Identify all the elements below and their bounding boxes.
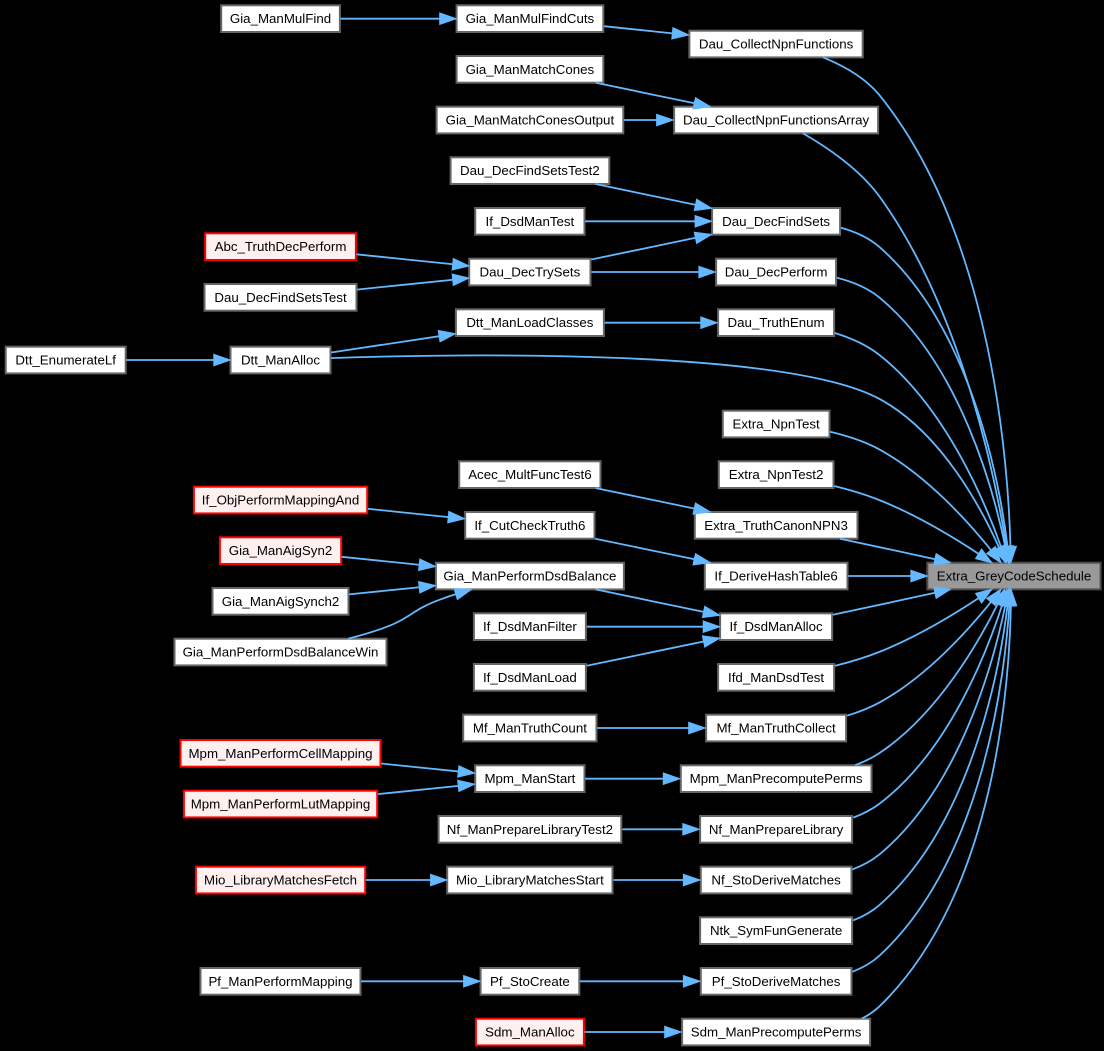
- svg-text:Extra_NpnTest2: Extra_NpnTest2: [729, 467, 824, 482]
- svg-text:If_DsdManAlloc: If_DsdManAlloc: [730, 619, 823, 634]
- svg-text:Abc_TruthDecPerform: Abc_TruthDecPerform: [215, 239, 347, 254]
- svg-text:Gia_ManMulFindCuts: Gia_ManMulFindCuts: [466, 11, 595, 26]
- svg-text:If_DsdManTest: If_DsdManTest: [486, 214, 575, 229]
- svg-text:Mpm_ManPerformLutMapping: Mpm_ManPerformLutMapping: [191, 797, 371, 812]
- svg-text:Pf_ManPerformMapping: Pf_ManPerformMapping: [208, 974, 352, 989]
- svg-text:Dau_DecFindSets: Dau_DecFindSets: [722, 214, 830, 229]
- svg-text:Gia_ManMulFind: Gia_ManMulFind: [230, 11, 331, 26]
- svg-text:If_ObjPerformMappingAnd: If_ObjPerformMappingAnd: [202, 493, 359, 508]
- svg-text:Extra_GreyCodeSchedule: Extra_GreyCodeSchedule: [937, 569, 1091, 584]
- svg-text:Dau_DecTrySets: Dau_DecTrySets: [480, 265, 581, 280]
- svg-text:If_CutCheckTruth6: If_CutCheckTruth6: [474, 518, 585, 533]
- svg-text:Dau_DecPerform: Dau_DecPerform: [725, 265, 828, 280]
- svg-text:Sdm_ManPrecomputePerms: Sdm_ManPrecomputePerms: [691, 1025, 862, 1040]
- svg-text:Extra_NpnTest: Extra_NpnTest: [732, 417, 820, 432]
- svg-text:Mf_ManTruthCollect: Mf_ManTruthCollect: [716, 721, 836, 736]
- svg-text:Dau_DecFindSetsTest: Dau_DecFindSetsTest: [214, 290, 347, 305]
- svg-text:Mpm_ManPrecomputePerms: Mpm_ManPrecomputePerms: [690, 771, 863, 786]
- svg-text:Extra_TruthCanonNPN3: Extra_TruthCanonNPN3: [704, 518, 848, 533]
- svg-text:Mf_ManTruthCount: Mf_ManTruthCount: [473, 721, 587, 736]
- svg-text:Acec_MultFuncTest6: Acec_MultFuncTest6: [468, 467, 591, 482]
- svg-text:Sdm_ManAlloc: Sdm_ManAlloc: [485, 1025, 575, 1040]
- svg-text:If_DsdManLoad: If_DsdManLoad: [483, 670, 577, 685]
- svg-text:Gia_ManMatchCones: Gia_ManMatchCones: [466, 62, 595, 77]
- svg-text:Ntk_SymFunGenerate: Ntk_SymFunGenerate: [710, 923, 842, 938]
- svg-text:Gia_ManPerformDsdBalanceWin: Gia_ManPerformDsdBalanceWin: [183, 645, 379, 660]
- svg-text:Dau_DecFindSetsTest2: Dau_DecFindSetsTest2: [460, 163, 600, 178]
- svg-text:Nf_ManPrepareLibraryTest2: Nf_ManPrepareLibraryTest2: [447, 822, 613, 837]
- svg-text:Dau_TruthEnum: Dau_TruthEnum: [728, 315, 825, 330]
- svg-text:Pf_StoCreate: Pf_StoCreate: [490, 974, 570, 989]
- svg-text:Nf_ManPrepareLibrary: Nf_ManPrepareLibrary: [709, 822, 844, 837]
- svg-text:Dtt_EnumerateLf: Dtt_EnumerateLf: [15, 353, 116, 368]
- svg-text:Gia_ManPerformDsdBalance: Gia_ManPerformDsdBalance: [443, 569, 616, 584]
- svg-text:Mio_LibraryMatchesFetch: Mio_LibraryMatchesFetch: [204, 873, 357, 888]
- svg-text:Ifd_ManDsdTest: Ifd_ManDsdTest: [728, 670, 824, 685]
- svg-text:Mio_LibraryMatchesStart: Mio_LibraryMatchesStart: [456, 873, 604, 888]
- svg-text:Dau_CollectNpnFunctions: Dau_CollectNpnFunctions: [699, 37, 854, 52]
- svg-text:Dau_CollectNpnFunctionsArray: Dau_CollectNpnFunctionsArray: [683, 113, 870, 128]
- svg-text:Dtt_ManLoadClasses: Dtt_ManLoadClasses: [466, 315, 593, 330]
- svg-text:Nf_StoDeriveMatches: Nf_StoDeriveMatches: [711, 873, 841, 888]
- svg-text:Gia_ManMatchConesOutput: Gia_ManMatchConesOutput: [446, 113, 615, 128]
- svg-text:Gia_ManAigSyn2: Gia_ManAigSyn2: [229, 543, 332, 558]
- svg-text:If_DeriveHashTable6: If_DeriveHashTable6: [714, 569, 837, 584]
- svg-text:Gia_ManAigSynch2: Gia_ManAigSynch2: [222, 594, 340, 609]
- svg-text:Dtt_ManAlloc: Dtt_ManAlloc: [241, 353, 320, 368]
- svg-text:Mpm_ManPerformCellMapping: Mpm_ManPerformCellMapping: [188, 746, 372, 761]
- svg-text:Mpm_ManStart: Mpm_ManStart: [484, 771, 575, 786]
- svg-text:If_DsdManFilter: If_DsdManFilter: [483, 619, 577, 634]
- svg-text:Pf_StoDeriveMatches: Pf_StoDeriveMatches: [712, 974, 841, 989]
